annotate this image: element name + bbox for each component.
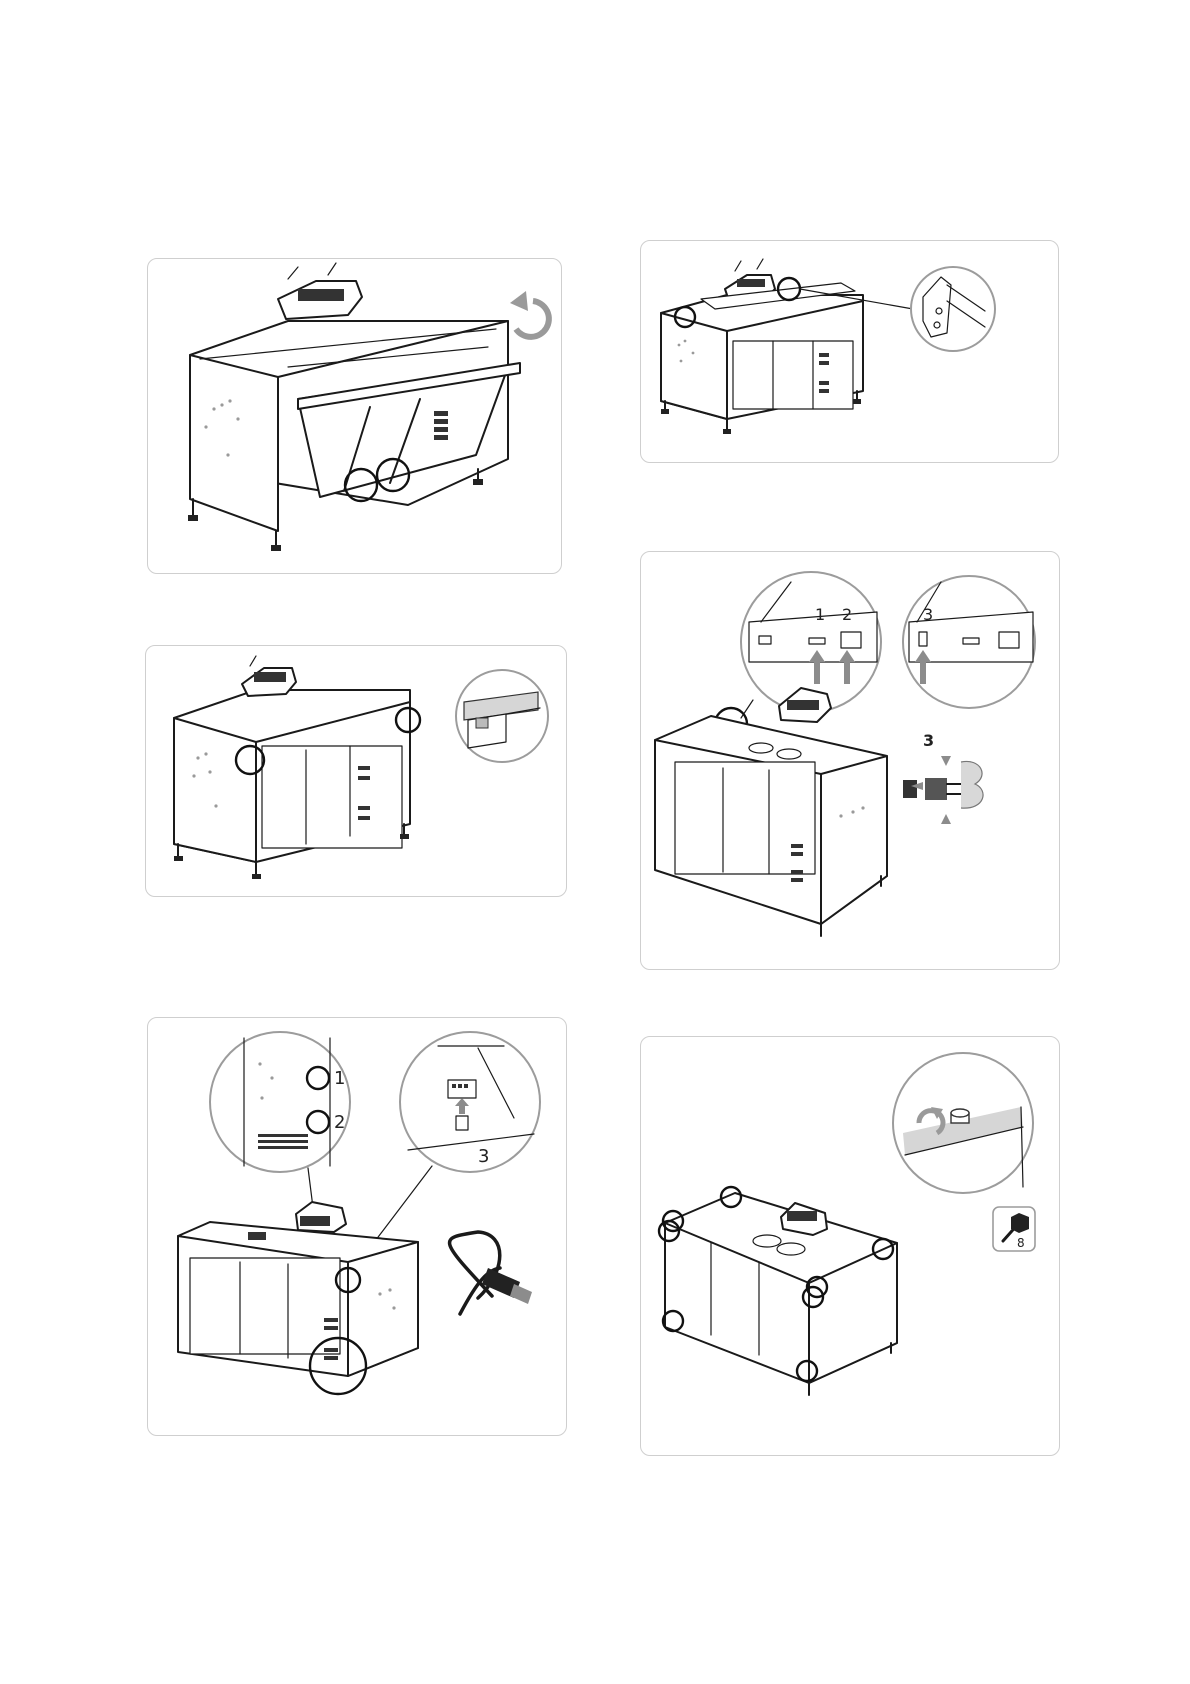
step-2-panel [640,240,1059,463]
counterclockwise-arrow-icon [510,291,549,337]
fireplace-cabinet [661,259,863,434]
callout-label-1: 1 [815,605,825,624]
callout-label-3: 3 [478,1146,489,1167]
connector-unplug-detail: 3 [903,731,983,824]
step-3-panel [145,645,567,897]
step-4-illustration: 1 2 3 [641,552,1059,969]
detail-magnifier [456,670,548,762]
callout-label-3b: 3 [923,731,934,750]
power-cable-plug-icon [450,1232,532,1314]
fireplace-cabinet [665,1193,897,1395]
fireplace-cabinet [655,688,887,936]
detail-magnifier-3: 3 [903,576,1035,708]
hex-socket-wrench-icon: 8 [993,1207,1035,1251]
callout-label-2: 2 [842,605,852,624]
callout-label-3: 3 [923,605,933,624]
step-3-illustration [146,646,566,896]
fireplace-cabinet [174,656,410,879]
step-6-illustration: 8 [641,1037,1059,1455]
detail-magnifier-1-2: 1 2 [210,1032,350,1172]
step-1-panel [147,258,562,574]
callout-label-1: 1 [334,1068,345,1089]
step-6-panel: 8 [640,1036,1060,1456]
callout-label-2: 2 [334,1112,345,1133]
step-5-illustration: 1 2 3 [148,1018,566,1435]
detail-magnifier-bolt [893,1053,1033,1193]
step-5-panel: 1 2 3 [147,1017,567,1436]
detail-magnifier-3: 3 [400,1032,540,1172]
step-2-illustration [641,241,1058,462]
step-4-panel: 1 2 3 [640,551,1060,970]
detail-magnifier [911,267,995,351]
fireplace-cabinet [178,1202,418,1376]
step-1-illustration [148,259,561,573]
tool-size-label: 8 [1017,1236,1025,1250]
